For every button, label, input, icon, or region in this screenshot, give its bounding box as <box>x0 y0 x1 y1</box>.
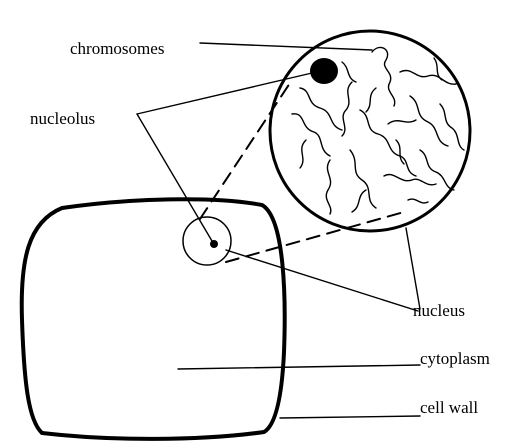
nucleolus-dot-small <box>210 240 218 248</box>
cell-wall-outline <box>22 199 285 439</box>
magnify-line-bottom <box>226 212 404 262</box>
nucleolus-enlarged <box>310 58 338 84</box>
label-nucleolus: nucleolus <box>30 109 95 128</box>
cytoplasm-leader <box>178 365 420 369</box>
nucleolus-leader-to-small <box>137 114 212 241</box>
magnify-line-top <box>200 80 292 219</box>
nucleus-small <box>183 217 231 265</box>
nucleus-leader-from-enlarged <box>406 228 420 309</box>
nucleolus-leader-to-enlarged <box>137 73 312 114</box>
label-cell-wall: cell wall <box>420 398 478 417</box>
label-cytoplasm: cytoplasm <box>420 349 490 368</box>
label-nucleus: nucleus <box>413 301 465 320</box>
cell-wall-leader <box>280 416 420 418</box>
chromosomes-leader <box>200 43 372 50</box>
label-chromosomes: chromosomes <box>70 39 164 58</box>
nucleus-leader-from-small <box>226 250 418 311</box>
